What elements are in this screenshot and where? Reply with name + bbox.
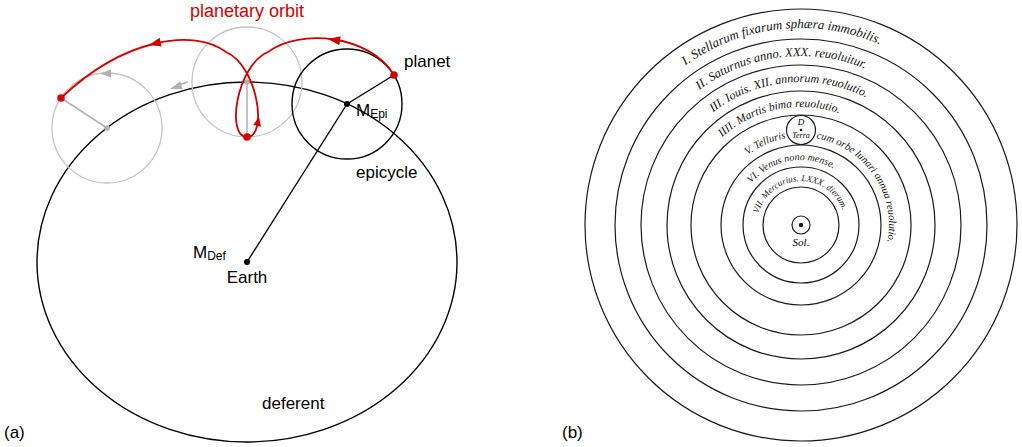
planet-dot xyxy=(390,71,398,79)
ring-label: VII. Mercurius. LXXX. dierum. xyxy=(751,173,850,214)
center-dot xyxy=(344,101,350,107)
sphere-ring xyxy=(691,115,911,335)
ring-label: V. Telluris xyxy=(742,129,786,156)
sun-circle xyxy=(792,216,810,234)
ring-label: III. Iouis. XII. annorum reuolutio. xyxy=(705,71,870,115)
sphere-ring xyxy=(615,39,987,411)
radius-line xyxy=(247,104,347,262)
earth-dot xyxy=(800,129,803,132)
panel-label: (b) xyxy=(562,423,583,443)
sun-dot xyxy=(799,223,803,227)
center-subscript: Def xyxy=(207,250,226,264)
ring-label: IIII. Martis bima reuolutio. xyxy=(715,97,843,140)
moon-label: D xyxy=(798,117,805,127)
deferent-label: deferent xyxy=(262,394,324,414)
center-symbol: M xyxy=(193,243,207,263)
sphere-ring xyxy=(721,145,881,305)
arrow-head xyxy=(149,38,162,47)
sphere-ring xyxy=(641,65,961,385)
sphere-rings xyxy=(585,9,1017,441)
epicycle-circle xyxy=(292,49,402,159)
center-dot xyxy=(244,79,250,85)
moon-orbit xyxy=(787,116,816,145)
arrow-head xyxy=(328,36,341,45)
earth-label: Earth xyxy=(227,268,268,288)
radius-line xyxy=(61,98,107,128)
sphere-ring xyxy=(585,9,1017,441)
ring-label: cum orbe lunari annua reuolutio. xyxy=(816,129,898,243)
arrow-head xyxy=(253,117,261,127)
panel-label: (a) xyxy=(4,423,25,443)
orbit-label: planetary orbit xyxy=(187,1,307,22)
planet-dot xyxy=(243,133,251,141)
radius-line xyxy=(347,75,394,104)
sun-label: Sol. xyxy=(793,236,810,249)
sphere-ring xyxy=(763,187,839,263)
epicycle-label: epicycle xyxy=(356,163,417,183)
center-dot xyxy=(104,125,110,131)
arrow-head xyxy=(170,82,183,90)
center-symbol: M xyxy=(356,101,370,121)
epicycle-ghost xyxy=(52,73,162,183)
center-subscript: Epi xyxy=(370,108,387,122)
planet-label: planet xyxy=(404,52,450,72)
radius-line xyxy=(246,82,248,137)
earth-dot xyxy=(244,259,250,265)
sphere-ring xyxy=(667,91,935,359)
ring-label: VI. Venus nono mense. xyxy=(744,151,837,185)
orbit-path xyxy=(61,38,394,137)
sphere-ring xyxy=(743,167,859,283)
deferent-circle xyxy=(37,82,457,442)
earth-label: Terra xyxy=(792,131,810,140)
planet-dot xyxy=(57,94,65,102)
ring-label: II. Saturnus anno. XXX. reuoluitur. xyxy=(692,45,869,93)
ring-label: I. Stellarum fixarum sphæra immobilis. xyxy=(677,16,884,69)
arrow-head xyxy=(100,70,111,78)
